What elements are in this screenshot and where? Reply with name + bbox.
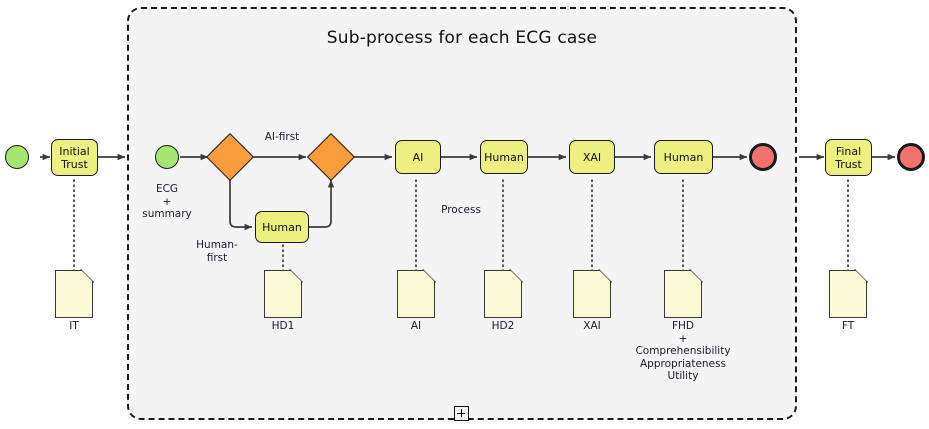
doc-fold-inner-icon	[509, 269, 523, 283]
data-object-hd2[interactable]	[484, 269, 523, 318]
doc-fold-inner-icon	[689, 269, 703, 283]
task-human-2[interactable]: Human	[654, 140, 713, 174]
flow-label-process: Process	[441, 204, 481, 216]
task-ai[interactable]: AI	[395, 140, 441, 174]
flow-label-ai-first: AI-first	[264, 131, 300, 143]
outer-start-event[interactable]	[5, 145, 29, 169]
task-initial-trust[interactable]: Initial Trust	[51, 139, 98, 176]
flow-label-human-first: Human- first	[196, 239, 238, 264]
expand-subprocess-icon[interactable]	[454, 406, 469, 421]
doc-fold-inner-icon	[854, 269, 868, 283]
doc-fold-inner-icon	[80, 269, 94, 283]
data-object-final-trust[interactable]	[829, 269, 868, 318]
task-human-1[interactable]: Human	[480, 140, 528, 174]
data-object-label-hd2: HD2	[491, 320, 515, 332]
subprocess-title: Sub-process for each ECG case	[326, 28, 598, 48]
data-object-initial-trust[interactable]	[55, 269, 94, 318]
data-object-label-fhd: FHD + Comprehensibility Appropriateness …	[635, 320, 731, 382]
outer-end-event[interactable]	[897, 143, 925, 171]
data-object-hd1[interactable]	[264, 269, 303, 318]
doc-fold-inner-icon	[422, 269, 436, 283]
data-object-xai[interactable]	[573, 269, 612, 318]
inner-start-event[interactable]	[155, 145, 179, 169]
inner-start-event-label: ECG + summary	[142, 183, 192, 220]
inner-end-event[interactable]	[749, 143, 777, 171]
data-object-fhd[interactable]	[664, 269, 703, 318]
task-human-first[interactable]: Human	[255, 211, 309, 243]
data-object-label-it: IT	[69, 320, 79, 332]
doc-fold-inner-icon	[289, 269, 303, 283]
data-object-label-xai: XAI	[583, 320, 601, 332]
data-object-ai[interactable]	[397, 269, 436, 318]
data-object-label-ft: FT	[841, 320, 855, 332]
task-xai[interactable]: XAI	[569, 140, 615, 174]
task-final-trust[interactable]: Final Trust	[825, 139, 872, 176]
data-object-label-hd1: HD1	[271, 320, 295, 332]
data-object-label-ai: AI	[410, 320, 422, 332]
doc-fold-inner-icon	[598, 269, 612, 283]
